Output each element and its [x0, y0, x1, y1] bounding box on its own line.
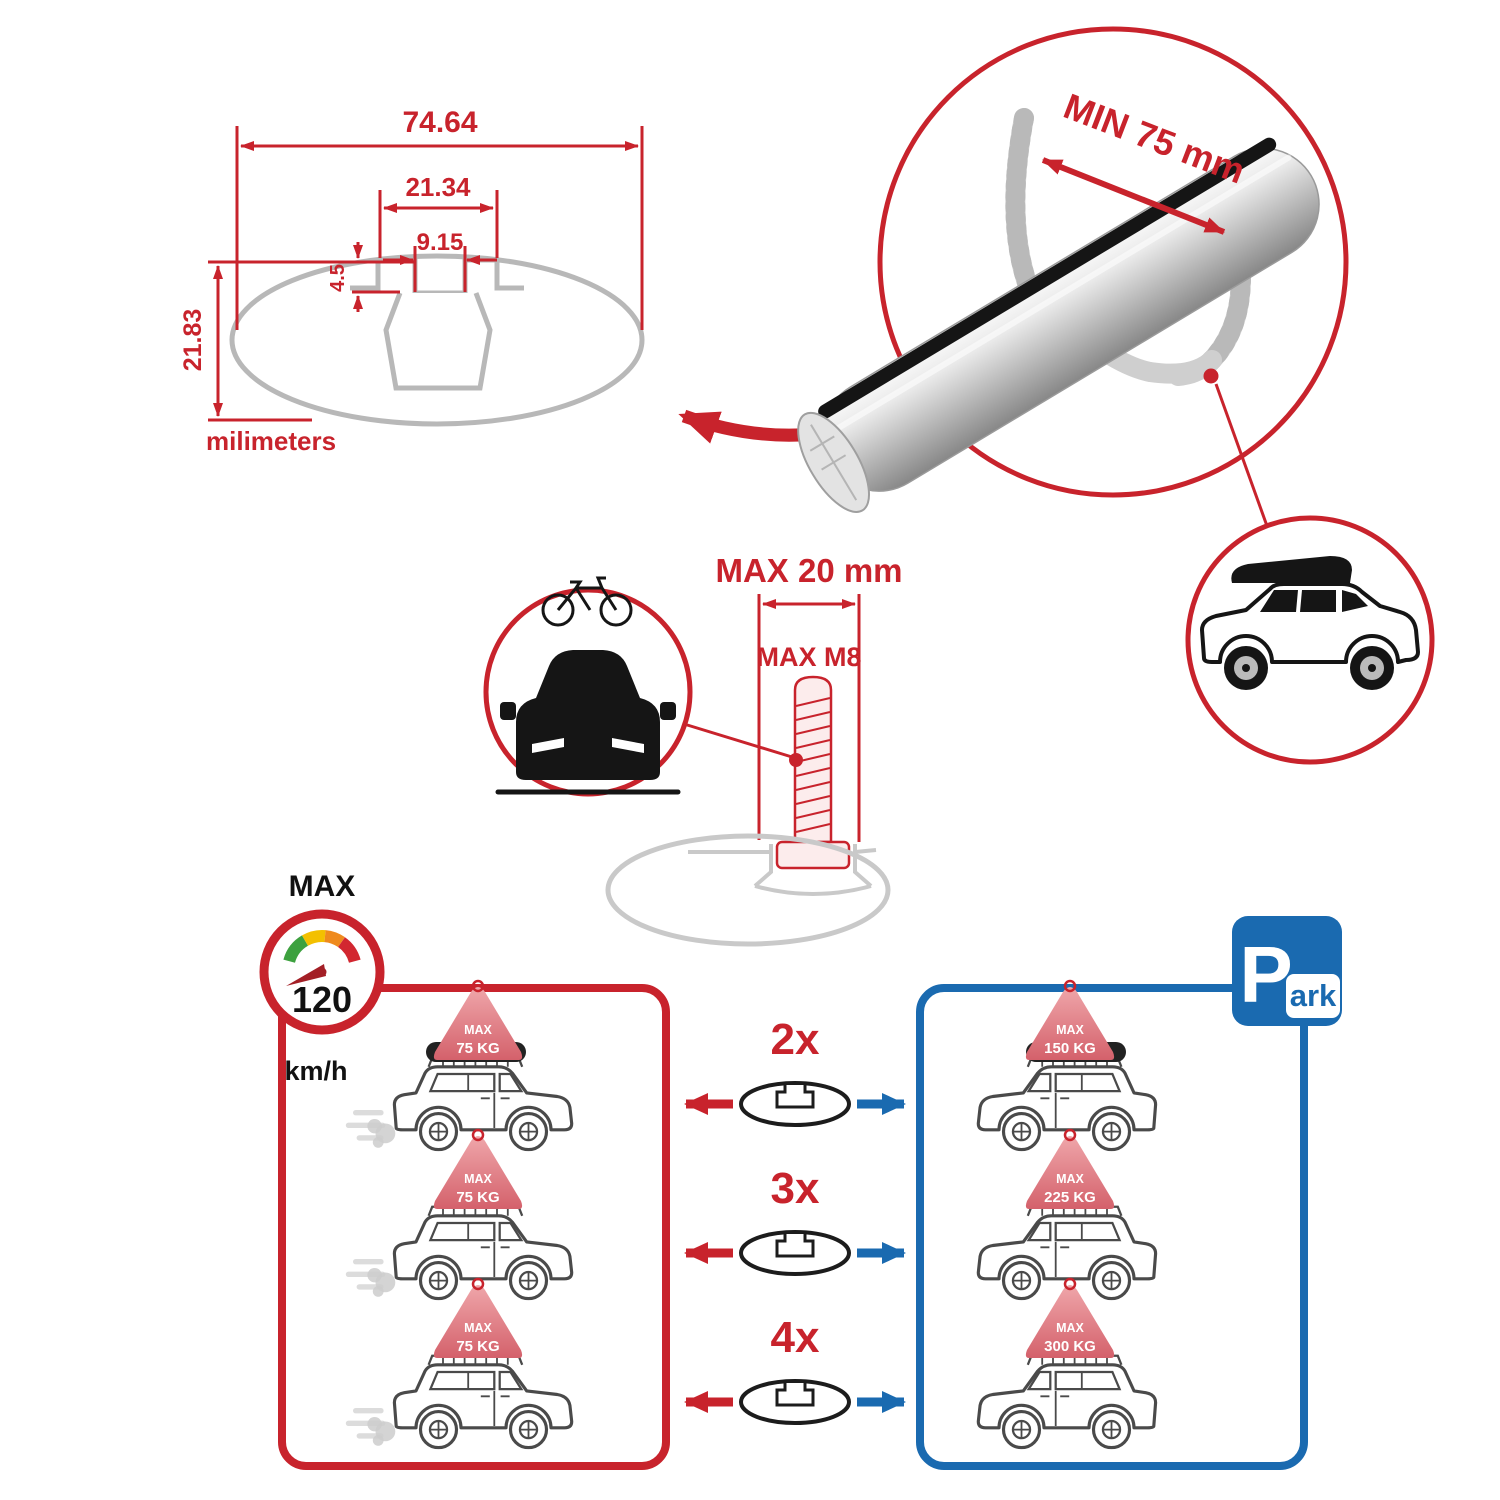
badge-max-label: MAX — [464, 1023, 492, 1037]
hook-icon — [471, 1128, 485, 1142]
roof-box-icon — [1231, 556, 1352, 583]
speed-unit: km/h — [284, 1056, 347, 1086]
crossbar-oval-icon — [739, 1081, 851, 1127]
dim-slot-width-label: 9.15 — [417, 229, 464, 256]
badge-max-label: MAX — [1056, 1172, 1084, 1186]
min-span-arrow-icon — [1041, 157, 1226, 235]
parking-sign: ark P — [1232, 916, 1342, 1026]
bolt-dim-lines — [757, 594, 861, 842]
dim-total-width — [235, 126, 644, 330]
dim-total-height — [208, 260, 352, 422]
dim-total-height-label: 21.83 — [179, 309, 207, 372]
dim-lip-height-label: 4.5 — [327, 264, 349, 292]
driving-car-row: MAX 75 KG — [345, 979, 574, 1152]
badge-max-label: MAX — [464, 1321, 492, 1335]
capacity-column: 2x 3x 4x — [684, 1015, 906, 1425]
badge-max-label: MAX — [1056, 1023, 1084, 1037]
hook-icon — [1063, 979, 1077, 993]
ghost-bar-oval — [605, 833, 891, 947]
dim-channel-width — [378, 190, 499, 258]
dim-channel-width-label: 21.34 — [405, 172, 471, 202]
badge-load-label: 150 KG — [1044, 1040, 1096, 1057]
load-badge: MAX 150 KG — [1025, 979, 1115, 1060]
suv-circle — [1185, 515, 1435, 765]
bicycle-icon — [541, 576, 633, 627]
load-badge: MAX 75 KG — [433, 1128, 523, 1209]
multiplier-label: 2x — [771, 1015, 820, 1064]
driving-car-row: MAX 75 KG — [345, 1277, 574, 1450]
car-front-illustration — [495, 650, 681, 795]
speed-value: 120 — [292, 979, 352, 1020]
gauge-needle — [286, 964, 326, 986]
hook-icon — [1063, 1277, 1077, 1291]
crossbar-oval-icon — [739, 1230, 851, 1276]
driving-car-row: MAX 75 KG — [345, 1128, 574, 1301]
speed-title: MAX — [289, 870, 356, 903]
suv-illustration — [1200, 556, 1420, 690]
t-bolt-head — [775, 840, 851, 870]
dim-lip-height — [352, 242, 414, 312]
dim-total-width-label: 74.64 — [402, 106, 477, 139]
multiplier-label: 4x — [771, 1313, 820, 1362]
connector-line — [1214, 383, 1269, 527]
parking-sign-letter: P — [1239, 930, 1292, 1019]
badge-load-label: 75 KG — [456, 1189, 499, 1206]
cross-section-diagram: 74.64 21.34 9.15 4.5 2 — [179, 106, 645, 456]
car-front-circle — [483, 576, 693, 797]
badge-load-label: 75 KG — [456, 1338, 499, 1355]
speed-limit-gauge: MAX 120 km/h — [259, 870, 385, 1086]
max-thread-label: MAX M8 — [756, 642, 861, 672]
load-badge: MAX 75 KG — [433, 979, 523, 1060]
parking-sign-suffix: ark — [1290, 978, 1337, 1013]
crossbar-oval-icon — [739, 1379, 851, 1425]
pointer-dot — [789, 753, 803, 767]
parked-car-row: MAX 300 KG — [976, 1277, 1158, 1450]
max-slot-label: MAX 20 mm — [715, 552, 902, 589]
bolt-diagram: MAX 20 mm MAX M8 — [605, 552, 903, 947]
connector-line — [683, 722, 793, 759]
gauge-arcs — [283, 930, 361, 964]
load-badge: MAX 300 KG — [1025, 1277, 1115, 1358]
multiplier-label: 3x — [771, 1164, 820, 1213]
parking-sign-tab — [1286, 974, 1340, 1018]
load-badge: MAX 75 KG — [433, 1277, 523, 1358]
pointer-dot — [1203, 368, 1219, 384]
hook-icon — [1063, 1128, 1077, 1142]
dim-slot-width — [383, 246, 497, 292]
badge-max-label: MAX — [464, 1172, 492, 1186]
crossbar-detail-circle: MIN 75 mm — [797, 26, 1349, 513]
badge-load-label: 225 KG — [1044, 1189, 1096, 1206]
t-slot-cavity — [383, 292, 493, 391]
badge-load-label: 300 KG — [1044, 1338, 1096, 1355]
parked-car-row: MAX 225 KG — [976, 1128, 1158, 1301]
units-label: milimeters — [206, 426, 336, 456]
load-badge: MAX 225 KG — [1025, 1128, 1115, 1209]
badge-max-label: MAX — [1056, 1321, 1084, 1335]
clamp-front-segment — [1168, 350, 1222, 386]
hook-icon — [471, 979, 485, 993]
parked-car-row: MAX 150 KG — [976, 979, 1158, 1152]
badge-load-label: 75 KG — [456, 1040, 499, 1057]
hook-icon — [471, 1277, 485, 1291]
